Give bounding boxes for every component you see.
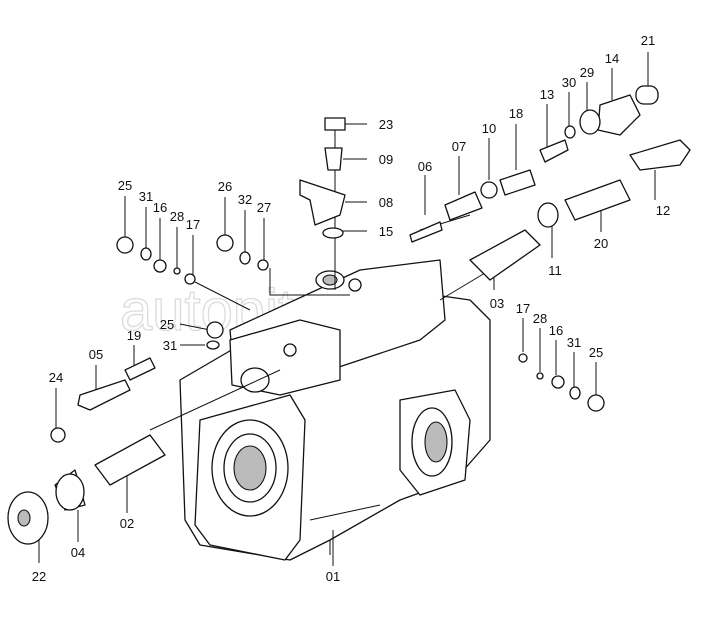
callout-25: 25 <box>118 178 132 193</box>
callout-05: 05 <box>89 347 103 362</box>
callout-28: 28 <box>170 209 184 224</box>
callout-20: 20 <box>594 236 608 251</box>
callout-17b: 17 <box>516 301 530 316</box>
callout-25c: 25 <box>589 345 603 360</box>
callout-01: 01 <box>326 569 340 584</box>
callout-21: 21 <box>641 33 655 48</box>
callout-32: 32 <box>238 192 252 207</box>
callout-02: 02 <box>120 516 134 531</box>
callout-26: 26 <box>218 179 232 194</box>
callout-06: 06 <box>418 159 432 174</box>
callout-08: 08 <box>379 195 393 210</box>
callout-03: 03 <box>490 296 504 311</box>
callout-19: 19 <box>127 328 141 343</box>
callout-31c: 31 <box>567 335 581 350</box>
callout-30: 30 <box>562 75 576 90</box>
callout-12: 12 <box>656 203 670 218</box>
callout-15: 15 <box>379 224 393 239</box>
callout-29: 29 <box>580 65 594 80</box>
callout-04: 04 <box>71 545 85 560</box>
callout-09: 09 <box>379 152 393 167</box>
callout-18: 18 <box>509 106 523 121</box>
callout-24: 24 <box>49 370 63 385</box>
callout-11: 11 <box>548 263 562 278</box>
callout-27: 27 <box>257 200 271 215</box>
component-parts <box>7 85 691 545</box>
callout-23: 23 <box>379 117 393 132</box>
callout-labels: 21 14 29 30 13 18 10 07 06 12 20 11 03 2… <box>32 33 670 584</box>
callout-31: 31 <box>139 189 153 204</box>
callout-22: 22 <box>32 569 46 584</box>
callout-17: 17 <box>186 217 200 232</box>
callout-16b: 16 <box>549 323 563 338</box>
callout-14: 14 <box>605 51 619 66</box>
callout-31b: 31 <box>163 338 177 353</box>
pump-housing <box>179 259 491 561</box>
callout-16: 16 <box>153 200 167 215</box>
callout-10: 10 <box>482 121 496 136</box>
callout-13: 13 <box>540 87 554 102</box>
callout-28b: 28 <box>533 311 547 326</box>
callout-25b: 25 <box>160 317 174 332</box>
callout-07: 07 <box>452 139 466 154</box>
